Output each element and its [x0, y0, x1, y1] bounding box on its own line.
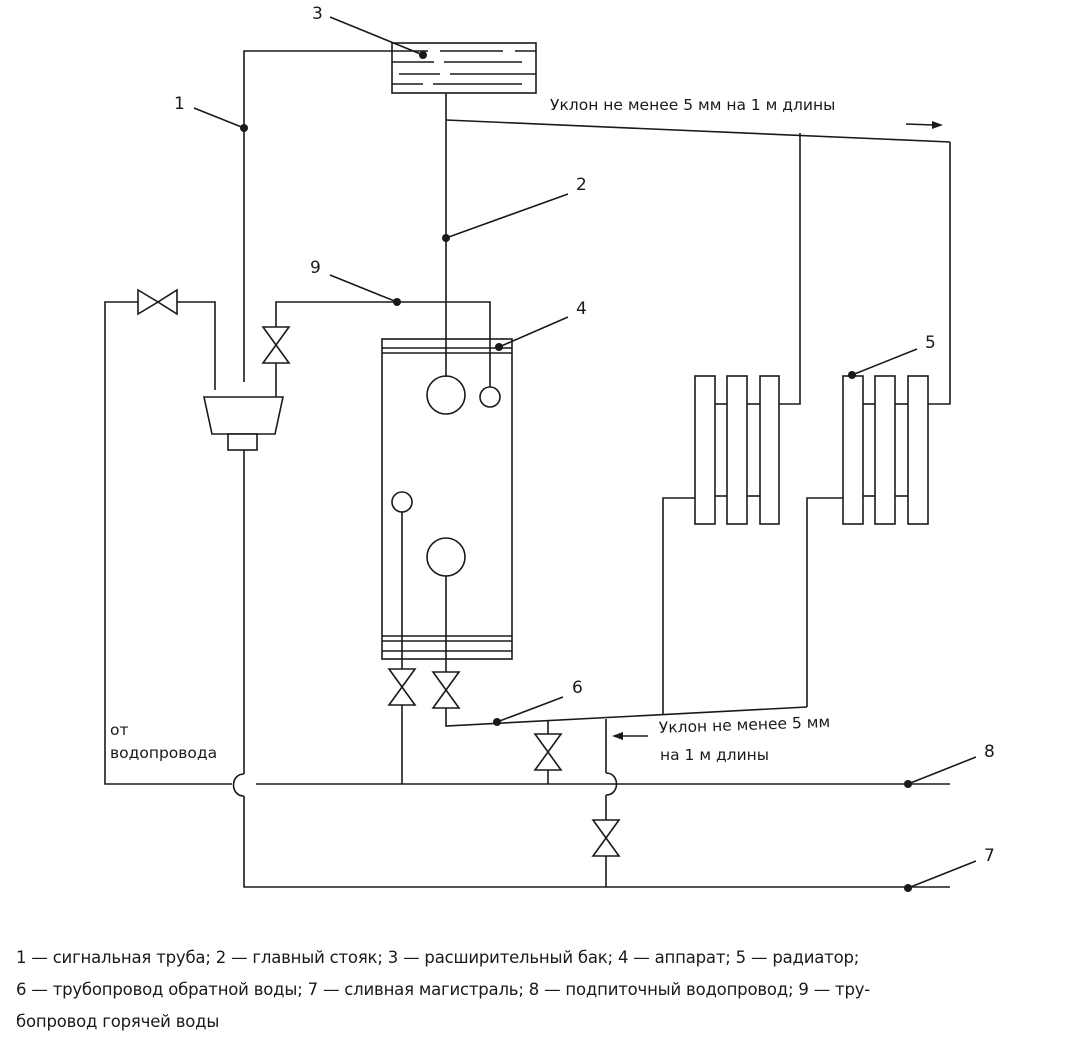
injector	[203, 396, 950, 888]
radiator-right	[842, 375, 929, 525]
slope-note-bottom-line1: Уклон не менее 5 мм	[659, 713, 831, 737]
water-supply-note-line1: от	[110, 721, 129, 739]
slope-arrow-top	[905, 121, 943, 129]
valve-water-supply	[137, 288, 178, 316]
leader-5	[848, 348, 918, 379]
label-7: 7	[984, 846, 995, 866]
return-pipe	[445, 497, 843, 727]
leader-4	[495, 316, 569, 351]
valve-apparatus-drain	[387, 668, 417, 784]
valve-hot-water	[261, 326, 291, 397]
leader-6	[493, 696, 564, 726]
apparatus	[381, 338, 513, 672]
caption-line-3: бопровод горячей воды	[16, 1012, 220, 1031]
label-6: 6	[572, 678, 583, 698]
leader-2	[442, 193, 569, 242]
return-drop-pipe	[591, 719, 621, 887]
label-4: 4	[576, 299, 587, 319]
main-riser	[445, 93, 951, 405]
water-supply-pipe	[104, 301, 232, 785]
label-2: 2	[576, 175, 587, 195]
label-3: 3	[312, 4, 323, 24]
signal-pipe	[243, 50, 392, 382]
label-8: 8	[984, 742, 995, 762]
label-5: 5	[925, 333, 936, 353]
slope-note-top: Уклон не менее 5 мм на 1 м длины	[550, 96, 835, 114]
label-9: 9	[310, 258, 321, 278]
water-supply-note-line2: водопровода	[110, 744, 217, 762]
leader-1	[193, 107, 248, 132]
valve-apparatus-return	[431, 671, 461, 709]
expansion-tank	[391, 42, 537, 94]
valve-return-drain	[533, 721, 563, 784]
leader-3	[329, 16, 427, 59]
leader-9	[329, 274, 401, 306]
slope-note-bottom-line2: на 1 м длины	[660, 746, 769, 764]
slope-arrow-bottom	[612, 732, 648, 740]
caption-line-2: 6 — трубопровод обратной воды; 7 — сливн…	[16, 980, 871, 999]
figure-caption: 1 — сигнальная труба; 2 — главный стояк;…	[16, 942, 1076, 1038]
radiator-left	[694, 375, 780, 525]
leader-7	[904, 860, 977, 892]
caption-line-1: 1 — сигнальная труба; 2 — главный стояк;…	[16, 948, 860, 967]
leader-8	[904, 756, 977, 788]
heating-system-diagram: 1 2 3 4 5 6 7 8 9 Уклон не менее 5 мм на…	[104, 4, 995, 892]
label-1: 1	[174, 94, 185, 114]
